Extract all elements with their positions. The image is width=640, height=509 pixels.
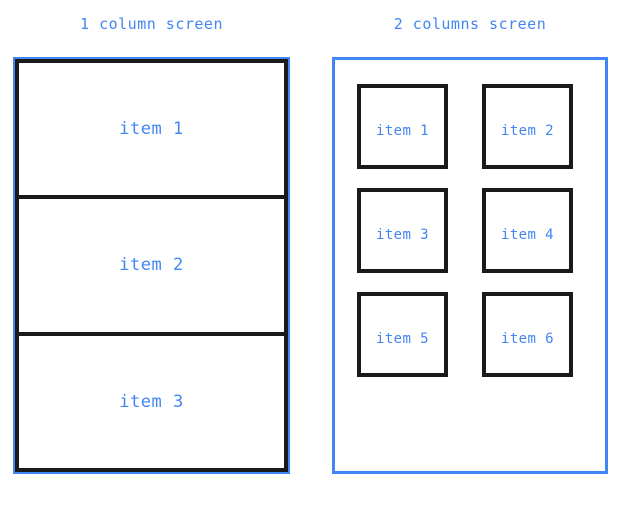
two-column-grid: item 1 item 2 item 3 item 4 item 5 item …: [357, 84, 576, 377]
item-label: item 4: [501, 226, 554, 243]
row-item[interactable]: item 3: [15, 331, 288, 472]
screen-one-column: item 1 item 2 item 3: [13, 57, 290, 474]
grid-item[interactable]: item 5: [357, 292, 448, 377]
grid-item[interactable]: item 4: [482, 188, 573, 273]
item-label: item 1: [376, 122, 429, 139]
item-label: item 5: [376, 330, 429, 347]
one-column-stack: item 1 item 2 item 3: [15, 59, 288, 472]
item-label: item 2: [119, 255, 184, 276]
grid-item[interactable]: item 1: [357, 84, 448, 169]
item-label: item 2: [501, 122, 554, 139]
row-item[interactable]: item 2: [15, 195, 288, 336]
item-label: item 1: [119, 119, 184, 140]
panel-title-one-column: 1 column screen: [80, 15, 223, 33]
panel-title-two-columns: 2 columns screen: [393, 15, 547, 33]
row-item[interactable]: item 1: [15, 59, 288, 200]
item-label: item 3: [119, 391, 184, 412]
item-label: item 3: [376, 226, 429, 243]
screen-two-columns: item 1 item 2 item 3 item 4 item 5 item …: [332, 57, 608, 474]
grid-item[interactable]: item 6: [482, 292, 573, 377]
grid-item[interactable]: item 2: [482, 84, 573, 169]
grid-item[interactable]: item 3: [357, 188, 448, 273]
item-label: item 6: [501, 330, 554, 347]
